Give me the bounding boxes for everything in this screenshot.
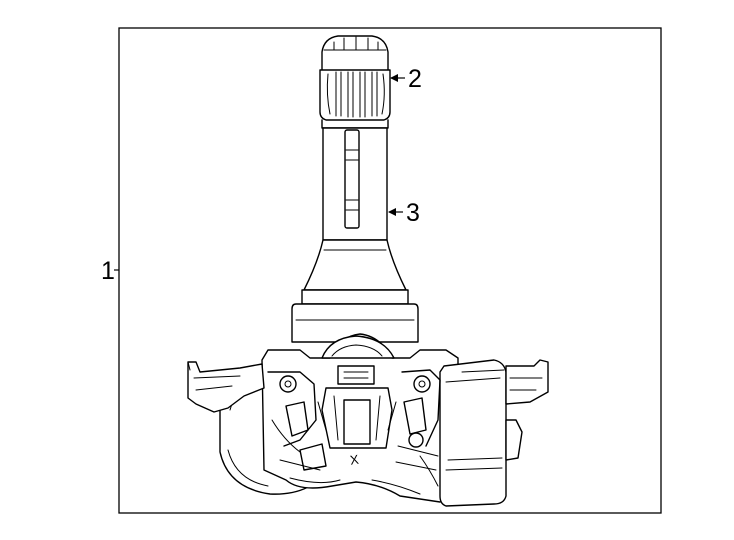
callout-label-2: 2 [408,65,422,93]
callout-2: 2 [390,65,422,93]
callout-1: 1 [101,257,119,285]
callout-arrowhead-3 [388,208,396,216]
callout-3: 3 [388,199,420,227]
valve-stem-body [291,127,419,343]
valve-cap [319,35,391,129]
callout-arrowhead-2 [390,74,398,82]
callout-label-1: 1 [101,257,115,285]
callout-label-3: 3 [406,199,420,227]
valve-stem [291,35,419,343]
sensor-body-marking: X [349,452,360,468]
sensor-housing: X [187,333,549,507]
